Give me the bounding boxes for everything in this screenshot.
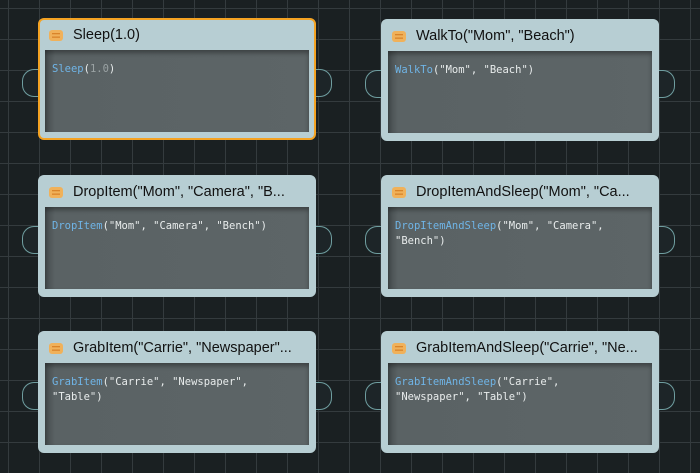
code-function-name: GrabItemAndSleep xyxy=(395,376,497,388)
code-function-name: WalkTo xyxy=(395,64,433,76)
node-header[interactable]: WalkTo("Mom", "Beach") xyxy=(383,21,657,51)
node-title: DropItemAndSleep("Mom", "Ca... xyxy=(416,184,630,200)
node-dropitemandsleep[interactable]: DropItemAndSleep("Mom", "Ca... DropItemA… xyxy=(365,175,675,297)
node-title: DropItem("Mom", "Camera", "B... xyxy=(73,184,285,200)
action-node-icon xyxy=(392,30,406,42)
node-header[interactable]: GrabItem("Carrie", "Newspaper"... xyxy=(40,333,314,363)
node-code[interactable]: GrabItemAndSleep("Carrie", "Newspaper", … xyxy=(388,363,652,445)
code-function-name: GrabItem xyxy=(52,376,103,388)
action-node-icon xyxy=(392,342,406,354)
action-node-icon xyxy=(49,186,63,198)
action-node-icon xyxy=(49,29,63,41)
input-port[interactable] xyxy=(365,382,381,410)
output-port[interactable] xyxy=(316,382,332,410)
input-port[interactable] xyxy=(22,226,38,254)
node-header[interactable]: Sleep(1.0) xyxy=(40,20,314,50)
node-sleep[interactable]: Sleep(1.0) Sleep(1.0) xyxy=(22,18,332,140)
code-arguments: ("Mom", "Beach") xyxy=(432,64,535,76)
input-port[interactable] xyxy=(22,382,38,410)
node-title: GrabItem("Carrie", "Newspaper"... xyxy=(73,340,292,356)
code-paren-open: ( xyxy=(83,63,90,75)
input-port[interactable] xyxy=(365,70,381,98)
node-code[interactable]: DropItem("Mom", "Camera", "Bench") xyxy=(45,207,309,289)
output-port[interactable] xyxy=(316,69,332,97)
node-grabitemandsleep[interactable]: GrabItemAndSleep("Carrie", "Ne... GrabIt… xyxy=(365,331,675,453)
node-code[interactable]: DropItemAndSleep("Mom", "Camera", "Bench… xyxy=(388,207,652,289)
code-arguments: ("Carrie", "Newspaper", "Table") xyxy=(395,376,560,403)
output-port[interactable] xyxy=(659,226,675,254)
node-title: Sleep(1.0) xyxy=(73,27,140,43)
node-code[interactable]: GrabItem("Carrie", "Newspaper", "Table") xyxy=(45,363,309,445)
action-node-icon xyxy=(392,186,406,198)
code-paren-close: ) xyxy=(108,63,116,75)
action-node-icon xyxy=(49,342,63,354)
node-dropitem[interactable]: DropItem("Mom", "Camera", "B... DropItem… xyxy=(22,175,332,297)
code-function-name: Sleep xyxy=(52,63,84,75)
output-port[interactable] xyxy=(659,382,675,410)
output-port[interactable] xyxy=(659,70,675,98)
code-arguments: ("Mom", "Camera", "Bench") xyxy=(102,220,267,232)
code-arguments: ("Mom", "Camera", "Bench") xyxy=(395,220,604,247)
code-arguments: ("Carrie", "Newspaper", "Table") xyxy=(52,376,248,403)
node-walkto[interactable]: WalkTo("Mom", "Beach") WalkTo("Mom", "Be… xyxy=(365,19,675,141)
node-grabitem[interactable]: GrabItem("Carrie", "Newspaper"... GrabIt… xyxy=(22,331,332,453)
node-code[interactable]: WalkTo("Mom", "Beach") xyxy=(388,51,652,133)
node-title: GrabItemAndSleep("Carrie", "Ne... xyxy=(416,340,638,356)
output-port[interactable] xyxy=(316,226,332,254)
code-function-name: DropItemAndSleep xyxy=(395,220,497,232)
code-argument: 1.0 xyxy=(89,63,109,75)
code-function-name: DropItem xyxy=(52,220,103,232)
node-header[interactable]: GrabItemAndSleep("Carrie", "Ne... xyxy=(383,333,657,363)
input-port[interactable] xyxy=(22,69,38,97)
node-header[interactable]: DropItem("Mom", "Camera", "B... xyxy=(40,177,314,207)
input-port[interactable] xyxy=(365,226,381,254)
node-header[interactable]: DropItemAndSleep("Mom", "Ca... xyxy=(383,177,657,207)
node-title: WalkTo("Mom", "Beach") xyxy=(416,28,575,44)
node-code[interactable]: Sleep(1.0) xyxy=(45,50,309,132)
